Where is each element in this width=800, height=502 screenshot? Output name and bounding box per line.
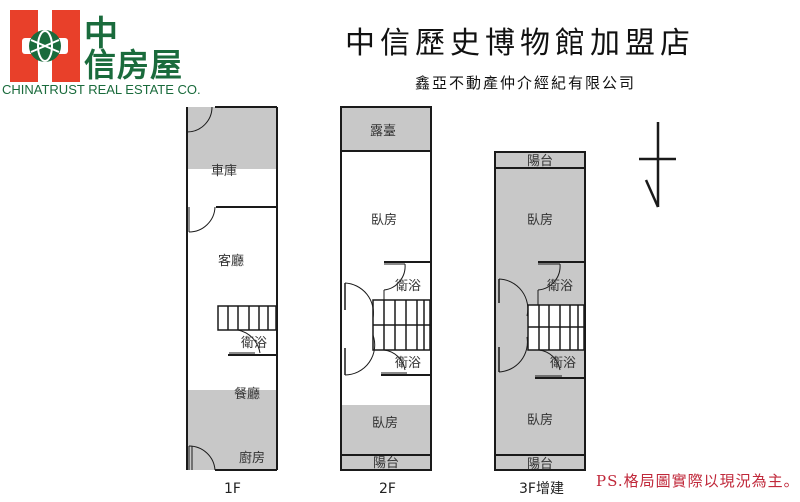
room-label-bedroom: 臥房 <box>371 212 397 228</box>
globe-logo-icon <box>10 10 80 82</box>
room-label-balcony: 陽台 <box>527 154 553 169</box>
brand-name-en: CHINATRUST REAL ESTATE CO. <box>2 82 201 97</box>
floor-label-1f: 1F <box>224 481 241 497</box>
room-label-terrace: 露臺 <box>370 124 396 139</box>
room-label-kitchen: 廚房 <box>239 450 265 466</box>
room-label-bedroom: 臥房 <box>527 212 553 228</box>
room-label-bath: 衛浴 <box>550 356 576 371</box>
floor-plan-3f <box>494 151 586 471</box>
north-arrow-icon <box>639 122 676 208</box>
room-label-dining: 餐廳 <box>234 386 260 402</box>
room-label-bath: 衛浴 <box>547 279 573 294</box>
floor-label-2f: 2F <box>379 481 396 497</box>
room-label-balcony: 陽台 <box>527 457 553 472</box>
brand-name-zh-line2: 信房屋 <box>84 46 184 84</box>
brand-logo-mark <box>10 10 80 82</box>
room-label-balcony: 陽台 <box>373 456 399 471</box>
room-label-living: 客廳 <box>218 253 244 269</box>
room-label-bath: 衛浴 <box>241 336 267 351</box>
floor-plan-1f <box>186 106 278 471</box>
floor-plan-2f <box>340 106 432 471</box>
room-label-bedroom: 臥房 <box>527 412 553 428</box>
room-label-bath: 衛浴 <box>395 356 421 371</box>
disclaimer-note: PS.格局圖實際以現況為主。 <box>596 472 800 490</box>
room-label-bedroom: 臥房 <box>372 415 398 431</box>
floor-label-3f: 3F增建 <box>519 481 564 497</box>
room-label-bath: 衛浴 <box>395 279 421 294</box>
brand-name-zh-line1: 中 <box>84 14 118 54</box>
company-subtitle: 鑫亞不動產仲介經紀有限公司 <box>415 74 637 92</box>
page-title: 中信歷史博物館加盟店 <box>345 26 695 61</box>
room-label-garage: 車庫 <box>211 164 237 179</box>
